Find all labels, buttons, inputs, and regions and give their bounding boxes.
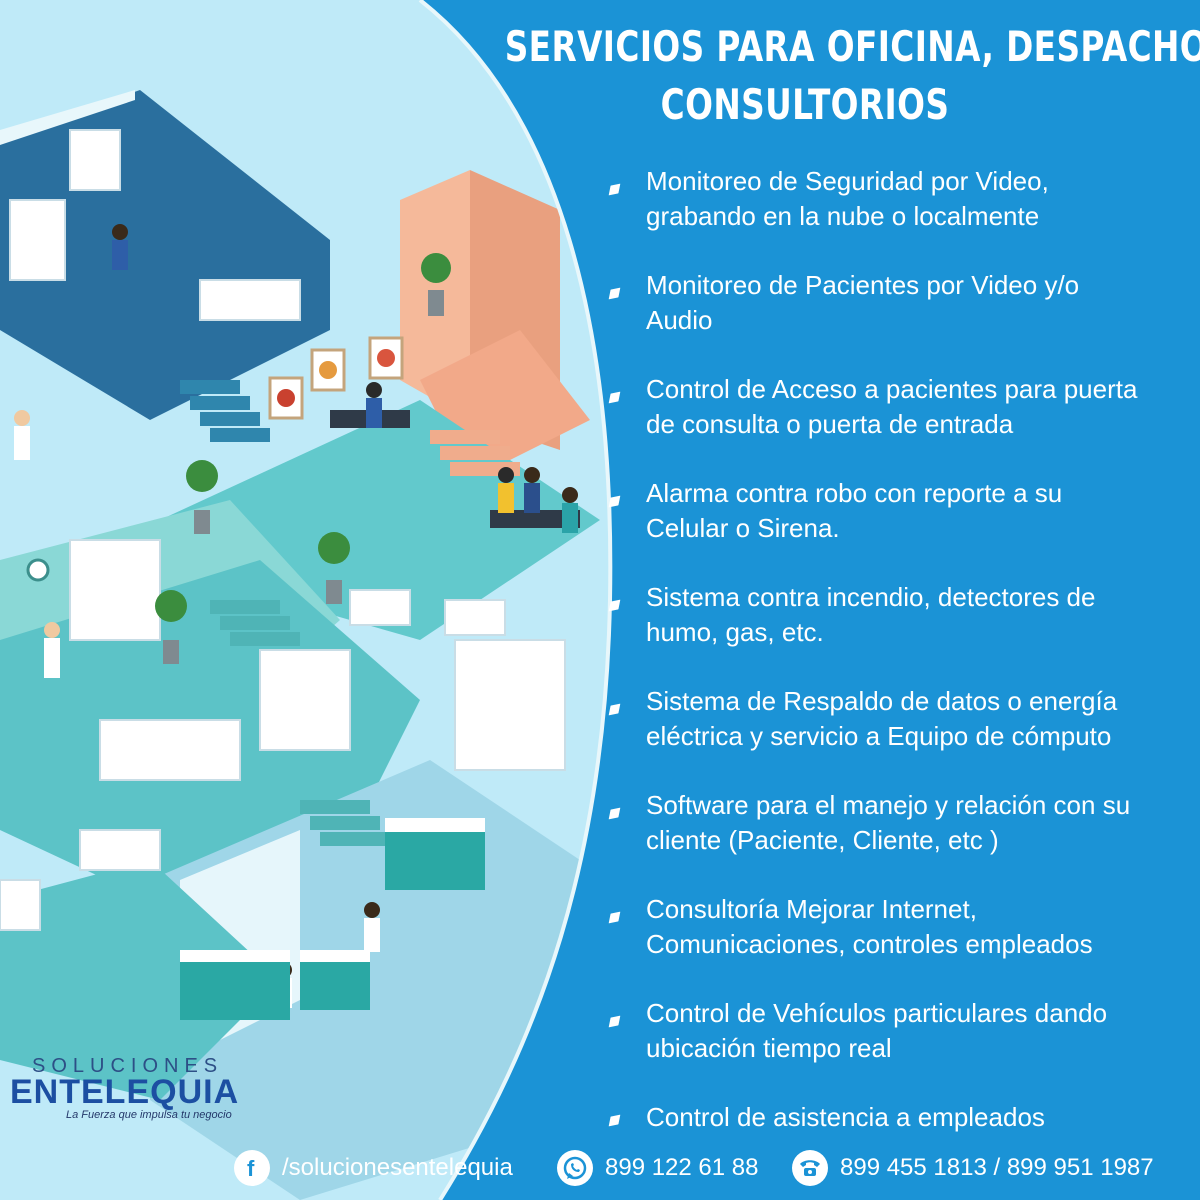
logo-main-text: ENTELEQUIA	[10, 1073, 240, 1111]
service-item-vehicles: Control de Vehículos particulares dando …	[606, 996, 1196, 1100]
service-item-backup: Sistema de Respaldo de datos o energía e…	[606, 684, 1196, 788]
whatsapp-link[interactable]: 899 122 61 88	[557, 1148, 758, 1188]
service-item-fire-system: Sistema contra incendio, detectores de h…	[606, 580, 1196, 684]
service-line: de consulta o puerta de entrada	[646, 409, 1014, 439]
service-item-alarm: Alarma contra robo con reporte a su Celu…	[606, 476, 1196, 580]
service-item-patient-monitoring: Monitoreo de Pacientes por Video y/o Aud…	[606, 268, 1196, 372]
service-line: Sistema de Respaldo de datos o energía	[646, 686, 1118, 716]
service-line: grabando en la nube o localmente	[646, 201, 1040, 231]
diamond-bullet-icon	[605, 908, 624, 927]
service-line: cliente (Paciente, Cliente, etc )	[646, 825, 999, 855]
whatsapp-number: 899 122 61 88	[605, 1154, 759, 1181]
phone-link[interactable]: 899 455 1813 / 899 951 1987	[792, 1148, 1154, 1188]
service-item-software: Software para el manejo y relación con s…	[606, 788, 1196, 892]
diamond-bullet-icon	[605, 492, 624, 511]
title-line-2: CONSULTORIOS	[660, 80, 950, 129]
services-list: Monitoreo de Seguridad por Video, graban…	[606, 164, 1196, 1140]
service-line: Software para el manejo y relación con s…	[646, 790, 1131, 820]
service-line: Celular o Sirena.	[646, 513, 840, 543]
page-title: SERVICIOS PARA OFICINA, DESPACHOS, CONSU…	[504, 18, 1200, 134]
service-line: Control de asistencia a empleados	[646, 1102, 1045, 1132]
contact-footer: f /solucionesentelequia 899 122 61 88	[234, 1148, 1194, 1188]
service-item-consulting: Consultoría Mejorar Internet, Comunicaci…	[606, 892, 1196, 996]
service-line: Monitoreo de Seguridad por Video,	[646, 166, 1049, 196]
service-line: Alarma contra robo con reporte a su	[646, 478, 1063, 508]
facebook-link[interactable]: f /solucionesentelequia	[234, 1148, 513, 1188]
service-line: Audio	[646, 305, 713, 335]
diamond-bullet-icon	[605, 596, 624, 615]
service-item-video-security: Monitoreo de Seguridad por Video, graban…	[606, 164, 1196, 268]
facebook-icon: f	[234, 1150, 270, 1186]
title-line-1: SERVICIOS PARA OFICINA, DESPACHOS,	[504, 22, 1200, 71]
diamond-bullet-icon	[605, 180, 624, 199]
diamond-bullet-icon	[605, 388, 624, 407]
service-line: Consultoría Mejorar Internet,	[646, 894, 977, 924]
phone-icon	[792, 1150, 828, 1186]
diamond-bullet-icon	[605, 804, 624, 823]
phone-numbers: 899 455 1813 / 899 951 1987	[840, 1154, 1154, 1181]
facebook-handle: /solucionesentelequia	[282, 1154, 513, 1181]
service-item-access-control: Control de Acceso a pacientes para puert…	[606, 372, 1196, 476]
service-line: Sistema contra incendio, detectores de	[646, 582, 1096, 612]
service-line: Control de Vehículos particulares dando	[646, 998, 1108, 1028]
diamond-bullet-icon	[605, 1111, 624, 1130]
service-line: humo, gas, etc.	[646, 617, 824, 647]
diamond-bullet-icon	[605, 284, 624, 303]
service-line: Control de Acceso a pacientes para puert…	[646, 374, 1138, 404]
service-line: eléctrica y servicio a Equipo de cómputo	[646, 721, 1112, 751]
diamond-bullet-icon	[605, 1012, 624, 1031]
logo-top-text: SOLUCIONES	[32, 1055, 224, 1077]
diamond-bullet-icon	[605, 700, 624, 719]
service-line: Comunicaciones, controles empleados	[646, 929, 1093, 959]
service-line: Monitoreo de Pacientes por Video y/o	[646, 270, 1080, 300]
service-line: ubicación tiempo real	[646, 1033, 892, 1063]
svg-text:f: f	[247, 1157, 255, 1179]
logo-tagline: La Fuerza que impulsa tu negocio	[66, 1109, 232, 1121]
whatsapp-icon	[557, 1150, 593, 1186]
service-item-attendance: Control de asistencia a empleados	[606, 1100, 1196, 1140]
company-logo: SOLUCIONES ENTELEQUIA La Fuerza que impu…	[10, 1055, 280, 1125]
